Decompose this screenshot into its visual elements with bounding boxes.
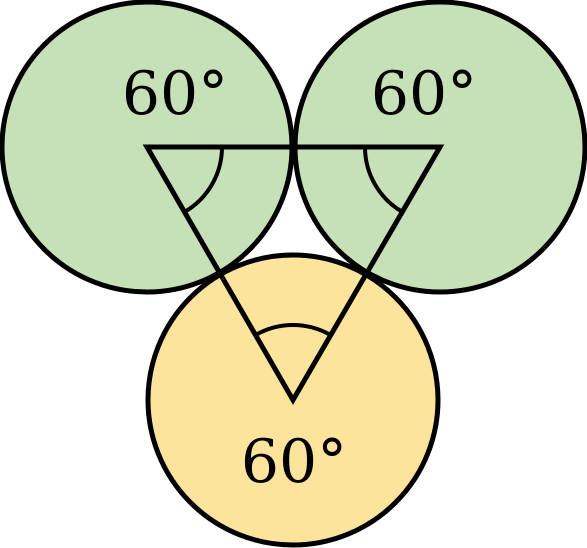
equilateral-triangle: [142, 144, 445, 405]
angle-arc-top-left: [183, 146, 225, 214]
angle-label-top-right: 60°: [371, 59, 477, 129]
angle-arc-top-right: [362, 146, 404, 214]
angle-label-top-left: 60°: [122, 59, 228, 129]
angle-arc-bottom: [254, 323, 332, 337]
angle-label-bottom: 60°: [241, 427, 347, 497]
